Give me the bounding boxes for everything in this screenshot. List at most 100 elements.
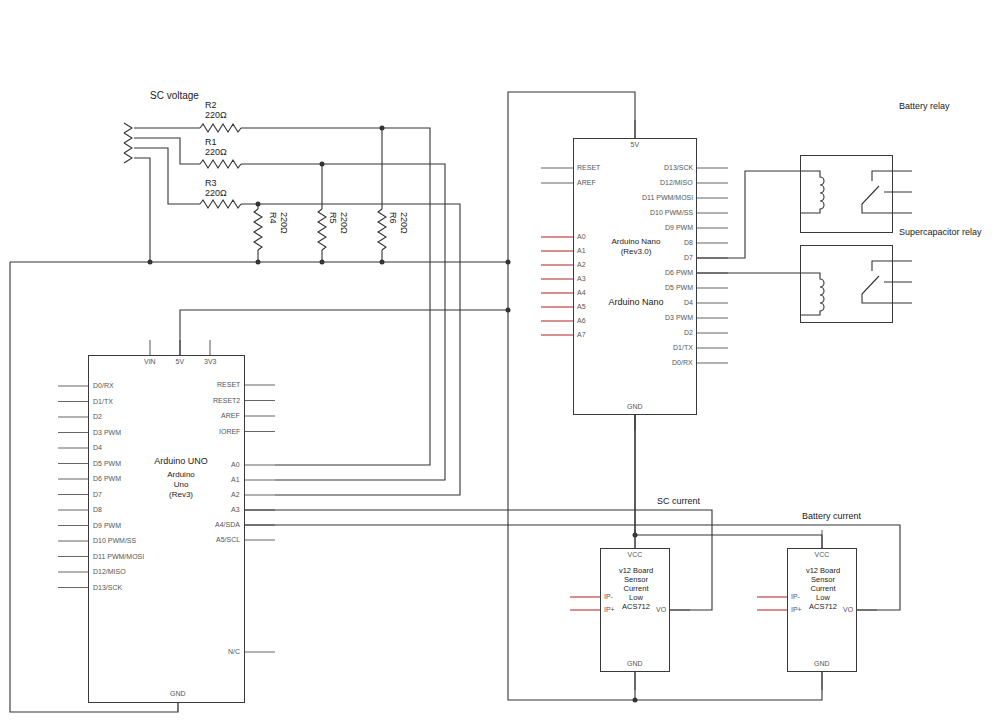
- pin-label-text: RESET: [577, 164, 600, 171]
- pin-label-text: N/C: [228, 648, 240, 655]
- pin-label: VCC: [815, 551, 830, 559]
- pin-label: D12/MISO: [93, 568, 126, 576]
- pin-label: A5/SCL: [216, 536, 240, 544]
- wire: [241, 128, 382, 262]
- pin-label: GND: [627, 660, 643, 668]
- wire: [241, 164, 322, 262]
- pin-label: VO: [656, 606, 666, 614]
- pin-label: GND: [814, 660, 830, 668]
- pin-label-text: D10 PWM/SS: [650, 209, 693, 216]
- pin-label: A1: [231, 476, 240, 484]
- pin-label-text: D0/RX: [672, 359, 693, 366]
- pin-label-text: AREF: [221, 412, 240, 419]
- resistor-label: R5: [327, 212, 338, 224]
- pin-label-text: 3V3: [204, 358, 216, 365]
- pin-stub: [893, 171, 912, 213]
- pin-label-text: A0: [577, 233, 586, 240]
- pin-stub: [541, 168, 573, 183]
- relay-coil: [800, 171, 824, 213]
- wire: [134, 158, 150, 262]
- pin-label: D1/TX: [93, 398, 113, 406]
- wire: [134, 148, 200, 204]
- junction-dot: [380, 260, 385, 265]
- pin-label: D8: [93, 506, 102, 514]
- pin-label-text: D6 PWM: [665, 269, 693, 276]
- pin-label: A4: [577, 289, 586, 297]
- pin-label: IP+: [791, 606, 802, 614]
- pin-label-text: IP+: [604, 606, 615, 613]
- pin-label: D11 PWM/MOSI: [642, 194, 693, 202]
- pin-label: RESET: [577, 164, 600, 172]
- junction-dot: [320, 162, 325, 167]
- pin-label-text: D6 PWM: [93, 475, 121, 482]
- resistor-label: 220Ω: [278, 212, 289, 234]
- pin-label: VCC: [628, 551, 643, 559]
- pin-label-text: D13/SCK: [93, 584, 122, 591]
- sensor-pins: [570, 530, 877, 690]
- pin-label: D10 PWM/SS: [650, 209, 693, 217]
- pin-label-text: A5/SCL: [216, 536, 240, 543]
- resistor-label: 220Ω: [338, 212, 349, 234]
- resistor-label: R1: [205, 137, 217, 148]
- pin-stub: [697, 168, 728, 363]
- relay-module: Battery relay: [800, 155, 893, 233]
- junction-dot: [256, 260, 261, 265]
- resistor-label: R3: [205, 178, 217, 189]
- resistor-label-text: R4: [268, 212, 278, 224]
- pin-label: D12/MISO: [660, 179, 693, 187]
- board-label-text: v12 Board Sensor Current Low ACS712: [619, 566, 653, 611]
- pin-label-text: A0: [231, 461, 240, 468]
- pin-label: AREF: [577, 179, 596, 187]
- pin-label-text: D10 PWM/SS: [93, 537, 136, 544]
- wire: [241, 204, 258, 262]
- pin-label: D3 PWM: [665, 314, 693, 322]
- divider-wires: [10, 128, 635, 712]
- resistor-label-text: 220Ω: [279, 212, 289, 234]
- pin-label: IP-: [604, 593, 613, 601]
- pin-label-text: IP+: [791, 606, 802, 613]
- pin-label: D13/SCK: [93, 584, 122, 592]
- pin-label-text: D13/SCK: [664, 164, 693, 171]
- relay-switch: [862, 171, 893, 213]
- pin-label-text: D7: [93, 491, 102, 498]
- board-label-text: Arduino UNO: [154, 456, 208, 466]
- pin-label: RESET: [217, 381, 240, 389]
- resistor-symbol: [378, 209, 386, 250]
- pin-label: D9 PWM: [665, 224, 693, 232]
- board-label-text: Arduino Nano (Rev3.0): [612, 237, 661, 256]
- wire: [258, 204, 460, 495]
- pin-label-text: D2: [93, 413, 102, 420]
- resistor-symbol: [200, 124, 241, 132]
- pin-stub: [245, 385, 275, 652]
- pin-label: D1/TX: [673, 344, 693, 352]
- pin-label: 5V: [176, 358, 185, 366]
- pin-label: 5V: [631, 141, 640, 149]
- wire-label: SC current: [655, 496, 702, 507]
- pin-label: A0: [577, 233, 586, 241]
- pin-label: A1: [577, 247, 586, 255]
- pin-label: 3V3: [204, 358, 216, 366]
- pin-label: D5 PWM: [93, 460, 121, 468]
- pin-stub: [893, 261, 912, 303]
- pin-label: N/C: [228, 648, 240, 656]
- junction-dot: [148, 260, 153, 265]
- pin-label: D4: [93, 444, 102, 452]
- pin-label-text: A7: [577, 331, 586, 338]
- relay-switch: [862, 261, 893, 303]
- pin-label-text: D0/RX: [93, 382, 114, 389]
- pin-label: D11 PWM/MOSI: [93, 553, 144, 561]
- wire: [134, 127, 200, 128]
- pin-label: D3 PWM: [93, 429, 121, 437]
- pin-label-text: A1: [577, 247, 586, 254]
- pin-label: A4/SDA: [215, 521, 240, 529]
- pin-label-text: GND: [627, 403, 643, 410]
- nano-pins: [541, 120, 728, 430]
- relay-symbols: [800, 171, 912, 315]
- pin-stub: [541, 237, 573, 335]
- junction-dot: [380, 126, 385, 131]
- pin-label-text: D5 PWM: [665, 284, 693, 291]
- pin-label-text: IP-: [604, 593, 613, 600]
- relay-coil: [800, 273, 824, 315]
- pin-label-text: A6: [577, 317, 586, 324]
- node-heading: Supercapacitor relay: [899, 227, 982, 238]
